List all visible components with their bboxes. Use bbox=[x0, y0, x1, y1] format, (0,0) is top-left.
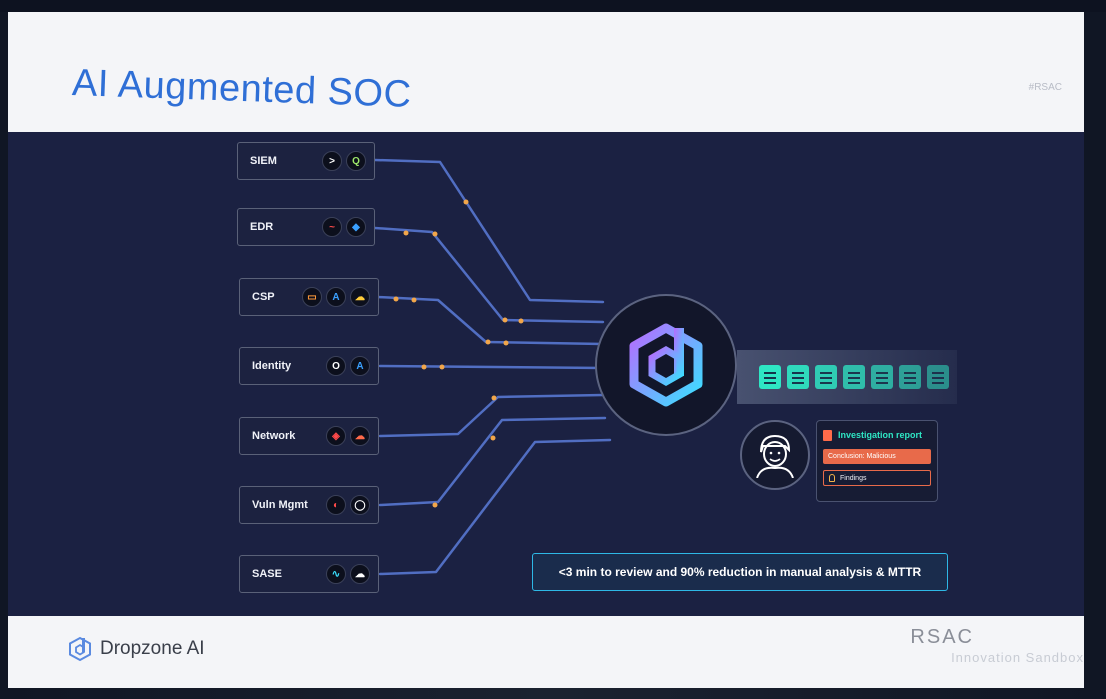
source-identity[interactable]: Identity O A bbox=[239, 347, 379, 385]
slide-header: AI Augmented SOC #RSAC bbox=[8, 12, 1084, 132]
analyst-avatar bbox=[740, 420, 810, 490]
findings-row: Findings bbox=[823, 470, 931, 486]
document-icon bbox=[843, 365, 865, 389]
dropzone-logo: Dropzone AI bbox=[68, 636, 205, 662]
pulse-dot bbox=[518, 318, 524, 324]
pulse-dot bbox=[485, 339, 491, 345]
tenable-icon: ◯ bbox=[350, 495, 370, 515]
azure-icon: A bbox=[326, 287, 346, 307]
source-label: SIEM bbox=[250, 155, 277, 167]
presentation-slide: AI Augmented SOC #RSAC bbox=[8, 12, 1084, 688]
document-icon bbox=[815, 365, 837, 389]
splunk-icon: > bbox=[322, 151, 342, 171]
dropzone-logo-icon bbox=[629, 323, 703, 407]
source-label: CSP bbox=[252, 291, 275, 303]
corner-tag: #RSAC bbox=[1028, 82, 1062, 93]
source-network[interactable]: Network ◈ ☁ bbox=[239, 417, 379, 455]
pulse-dot bbox=[421, 364, 427, 370]
connector-csp bbox=[376, 295, 605, 346]
rsac-subtitle: Innovation Sandbox bbox=[951, 650, 1084, 665]
report-icon bbox=[823, 429, 832, 441]
slide-footer: Dropzone AI RSAC Innovation Sandbox bbox=[8, 616, 1084, 688]
zscaler-icon: ☁ bbox=[350, 564, 370, 584]
lightbulb-icon bbox=[829, 474, 835, 482]
metrics-callout: <3 min to review and 90% reduction in ma… bbox=[532, 553, 948, 591]
connector-vulnmgmt bbox=[378, 416, 607, 507]
connector-siem bbox=[373, 158, 605, 304]
pulse-dot bbox=[439, 364, 445, 370]
report-title: Investigation report bbox=[838, 430, 923, 440]
findings-label: Findings bbox=[840, 474, 867, 482]
pulse-dot bbox=[503, 340, 509, 346]
dropzone-mark-icon bbox=[69, 636, 91, 662]
connector-edr bbox=[373, 226, 605, 324]
pulse-dot bbox=[490, 435, 496, 441]
connector-identity bbox=[378, 364, 605, 370]
pulse-dot bbox=[432, 231, 438, 237]
pulse-dot bbox=[411, 297, 417, 303]
investigation-report-card[interactable]: Investigation report Conclusion: Malicio… bbox=[816, 420, 938, 502]
top-edge bbox=[0, 0, 1106, 12]
rsac-label: RSAC bbox=[910, 626, 974, 648]
pulse-dot bbox=[432, 502, 438, 508]
pulse-dot bbox=[393, 296, 399, 302]
report-stream bbox=[737, 350, 957, 404]
source-edr[interactable]: EDR ~ ◆ bbox=[237, 208, 375, 246]
conclusion-badge: Conclusion: Malicious bbox=[823, 449, 931, 464]
source-vuln-mgmt[interactable]: Vuln Mgmt ◐ ◯ bbox=[239, 486, 379, 524]
dropzone-hub bbox=[595, 294, 737, 436]
pulse-dot bbox=[463, 199, 469, 205]
document-icon bbox=[899, 365, 921, 389]
okta-icon: O bbox=[326, 356, 346, 376]
connector-sase bbox=[378, 438, 612, 576]
source-label: Network bbox=[252, 430, 296, 442]
netskope-icon: ∿ bbox=[326, 564, 346, 584]
source-label: Identity bbox=[252, 360, 292, 372]
source-csp[interactable]: CSP ▭ A ☁ bbox=[239, 278, 379, 316]
aws-icon: ▭ bbox=[302, 287, 322, 307]
paloalto-icon: ◈ bbox=[326, 426, 346, 446]
connector-lines bbox=[373, 158, 612, 576]
logo-text: Dropzone AI bbox=[100, 638, 205, 659]
pulse-dot bbox=[502, 317, 508, 323]
pulse-dot bbox=[403, 230, 409, 236]
document-icon bbox=[871, 365, 893, 389]
document-icon bbox=[759, 365, 781, 389]
connector-network bbox=[378, 393, 605, 438]
source-siem[interactable]: SIEM > Q bbox=[237, 142, 375, 180]
analyst-face-icon bbox=[756, 434, 794, 478]
pulse-dot bbox=[491, 395, 497, 401]
document-icon bbox=[927, 365, 949, 389]
rapid7-icon: ◐ bbox=[326, 495, 346, 515]
source-label: EDR bbox=[250, 221, 274, 233]
document-icon bbox=[787, 365, 809, 389]
crowdstrike-icon: ~ bbox=[322, 217, 342, 237]
source-sase[interactable]: SASE ∿ ☁ bbox=[239, 555, 379, 593]
defender-icon: ◆ bbox=[346, 217, 366, 237]
azure-ad-icon: A bbox=[350, 356, 370, 376]
cloudflare-icon: ☁ bbox=[350, 426, 370, 446]
source-label: Vuln Mgmt bbox=[252, 499, 308, 511]
gcp-icon: ☁ bbox=[350, 287, 370, 307]
source-label: SASE bbox=[252, 568, 282, 580]
qradar-icon: Q bbox=[346, 151, 366, 171]
